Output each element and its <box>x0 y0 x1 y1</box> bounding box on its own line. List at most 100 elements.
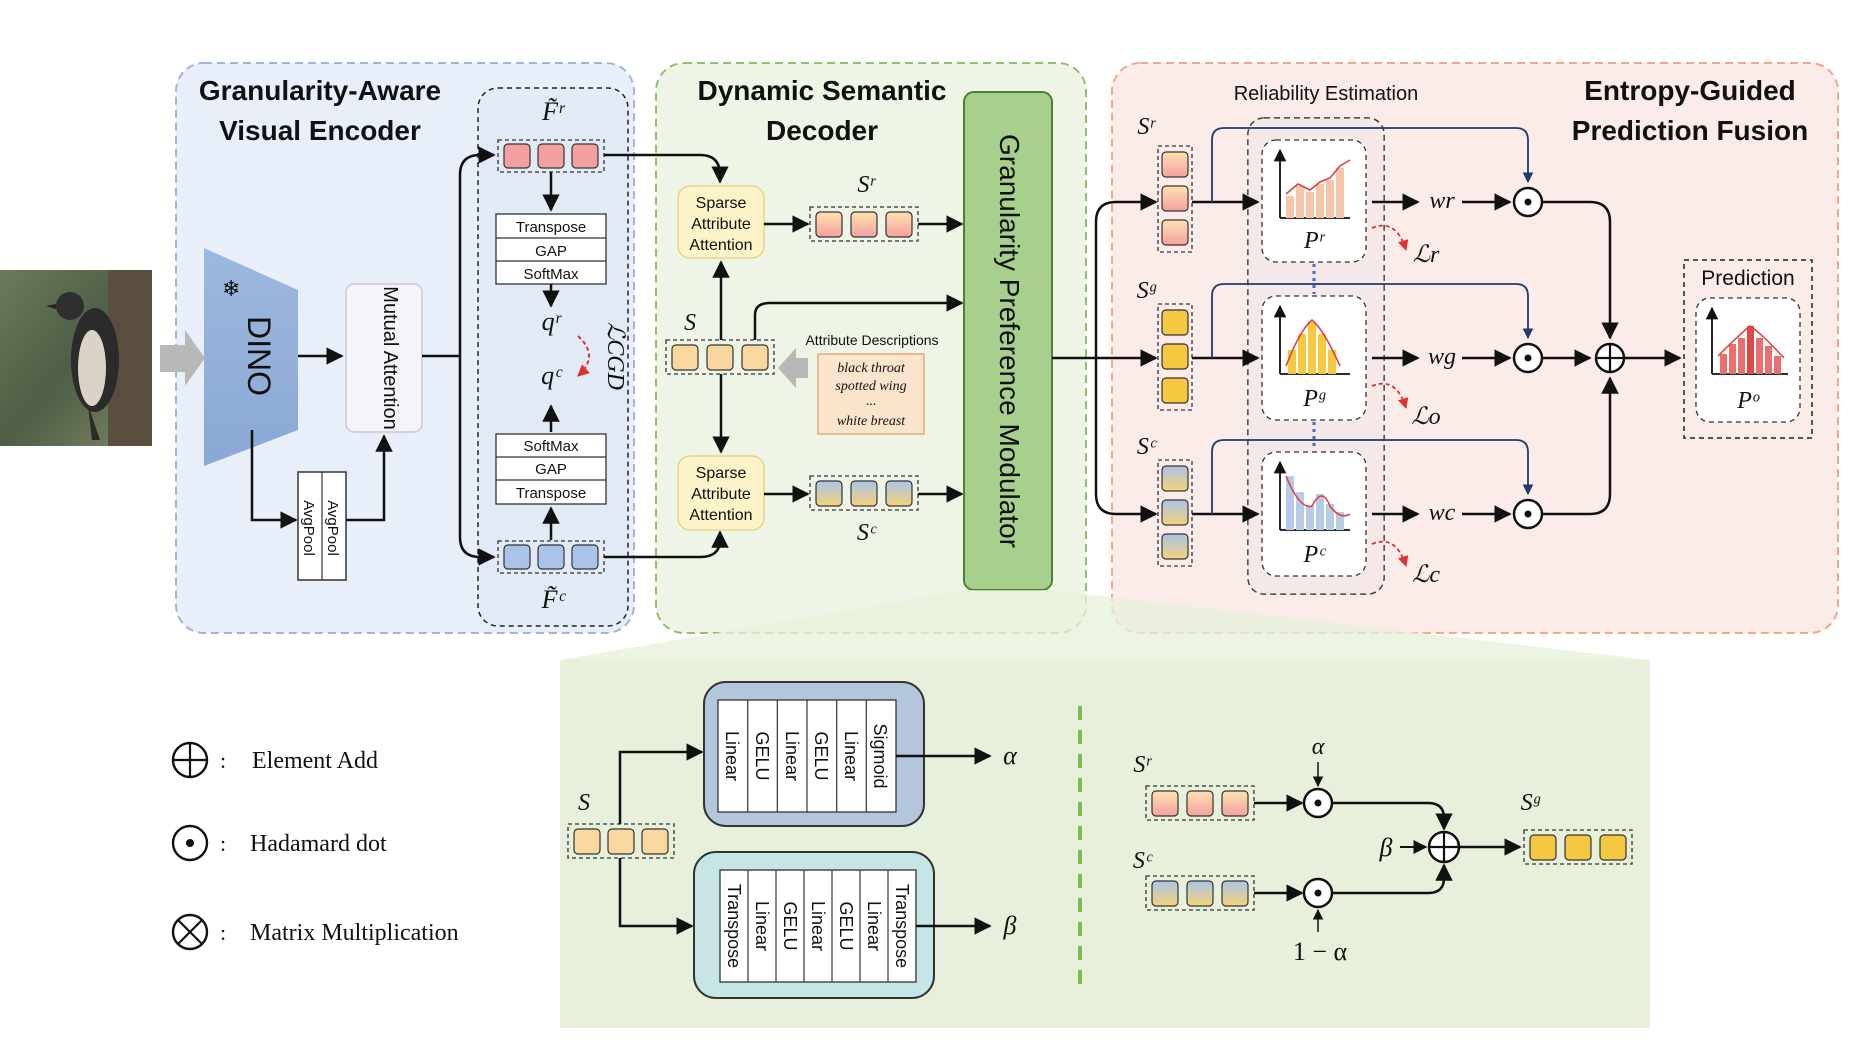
input-arrow <box>160 330 205 386</box>
fusion-title-line1: Entropy-Guided <box>1584 75 1796 106</box>
r-softmax: SoftMax <box>523 266 579 283</box>
mutual-attention-box <box>345 283 423 433</box>
detail-beta-label: β <box>1379 833 1393 862</box>
decoder-s-r-tokens <box>809 206 919 242</box>
encoder-title-line2: Visual Encoder <box>219 115 421 146</box>
decoder-s-c-tokens <box>809 475 919 511</box>
r-gap: GAP <box>535 243 567 260</box>
beta-branch-layers: Transpose Linear GELU Linear GELU Linear… <box>724 870 912 982</box>
reliability-box <box>1247 117 1385 595</box>
element-add-op <box>1594 342 1626 374</box>
mutual-attention-label: Mutual Attention <box>379 286 401 429</box>
attr-desc-item-2: ... <box>866 394 877 409</box>
hadamard-op-r <box>1512 186 1544 218</box>
beta-layer-6: Transpose <box>892 884 912 968</box>
alpha-layer-5: Sigmoid <box>870 723 890 788</box>
decoder-s-c-label: Sᶜ <box>857 520 877 546</box>
s-label: S <box>684 310 696 336</box>
sparse-attention-bottom: Sparse Attribute Attention <box>677 455 765 531</box>
attr-desc-item-3: white breast <box>837 414 906 429</box>
loss-cgd-label: ℒCGD <box>602 322 628 390</box>
detail-s-c-label: Sᶜ <box>1133 848 1153 874</box>
legend-add-icon <box>171 741 209 779</box>
reliability-title: Reliability Estimation <box>1234 83 1419 105</box>
beta-layer-2: GELU <box>780 901 800 950</box>
svg-text:Sparse: Sparse <box>696 465 747 482</box>
loss-r: ℒr <box>1413 242 1440 268</box>
p-o-label: Pᵒ <box>1736 388 1760 414</box>
fusion-s-g-tokens <box>1157 303 1193 411</box>
beta-layer-1: Linear <box>752 901 772 951</box>
legend-colon-3: : <box>220 920 226 945</box>
legend-dot-label: Hadamard dot <box>250 831 387 857</box>
detail-s-c-tokens <box>1145 875 1255 911</box>
zoom-region <box>560 590 1650 660</box>
detail-s-label: S <box>578 790 590 816</box>
decoder-title-line1: Dynamic Semantic <box>698 75 947 106</box>
alpha-layer-1: GELU <box>752 731 772 780</box>
detail-hadamard-bottom <box>1302 877 1334 909</box>
f-c-label: F̃ᶜ <box>541 585 567 614</box>
svg-text:Sparse: Sparse <box>696 195 747 212</box>
alpha-layer-4: Linear <box>841 731 861 781</box>
svg-text:Attribute: Attribute <box>691 486 751 503</box>
decoder-title-line2: Decoder <box>766 115 878 146</box>
fusion-s-c-tokens <box>1157 459 1193 567</box>
attr-desc-item-0: black throat <box>837 361 906 376</box>
c-transform-stack: SoftMax GAP Transpose <box>495 433 607 505</box>
cgd-loss-arrow <box>577 335 591 377</box>
detail-s-g-tokens <box>1523 829 1633 865</box>
svg-text:Attention: Attention <box>689 237 752 254</box>
encoder-title-line1: Granularity-Aware <box>199 75 441 106</box>
modulator-label: Granularity Preference Modulator <box>994 134 1025 548</box>
w-c-label: wc <box>1429 500 1456 526</box>
w-g-label: wg <box>1428 344 1456 370</box>
f-r-label: F̃ʳ <box>541 97 566 126</box>
p-r-label: Pʳ <box>1303 228 1326 254</box>
legend-dot-icon <box>171 824 209 862</box>
c-gap: GAP <box>535 461 567 478</box>
legend-add-label: Element Add <box>252 748 378 774</box>
alpha-output-label: α <box>1003 741 1018 770</box>
prediction-title: Prediction <box>1701 267 1794 290</box>
beta-layer-3: Linear <box>808 901 828 951</box>
dino-label: DINO <box>241 316 277 396</box>
f-r-tokens <box>497 139 605 173</box>
decoder-s-r-label: Sʳ <box>857 172 876 198</box>
beta-layer-4: GELU <box>836 901 856 950</box>
w-r-label: wr <box>1429 188 1455 214</box>
p-c-distribution: Pᶜ <box>1261 451 1367 577</box>
p-c-label: Pᶜ <box>1303 542 1327 568</box>
fusion-s-c-label: Sᶜ <box>1137 434 1157 460</box>
alpha-branch-layers: Linear GELU Linear GELU Linear Sigmoid <box>722 700 890 812</box>
attr-desc-item-1: spotted wing <box>835 379 906 394</box>
detail-s-r-label: Sʳ <box>1133 752 1152 778</box>
legend-colon-2: : <box>220 831 226 856</box>
fusion-title-line2: Prediction Fusion <box>1572 115 1808 146</box>
beta-output-label: β <box>1003 911 1017 940</box>
c-softmax: SoftMax <box>523 438 579 455</box>
loss-o: ℒo <box>1411 404 1440 430</box>
r-transform-stack: Transpose GAP SoftMax <box>495 213 607 285</box>
q-c-label: qᶜ <box>541 361 563 390</box>
beta-layer-0: Transpose <box>724 884 744 968</box>
detail-hadamard-top <box>1302 787 1334 819</box>
legend-colon-1: : <box>220 748 226 773</box>
loss-c: ℒc <box>1412 562 1440 588</box>
p-o-distribution: Pᵒ <box>1695 297 1801 423</box>
input-bird-image <box>0 270 152 446</box>
alpha-layer-3: GELU <box>811 731 831 780</box>
detail-s-g-label: Sᵍ <box>1521 790 1541 816</box>
detail-element-add <box>1427 830 1461 864</box>
fusion-s-r-tokens <box>1157 145 1193 253</box>
p-g-label: Pᵍ <box>1302 386 1326 412</box>
alpha-layer-0: Linear <box>722 731 742 781</box>
attr-desc-box <box>817 353 925 435</box>
alpha-layer-2: Linear <box>782 731 802 781</box>
detail-s-r-tokens <box>1145 785 1255 821</box>
avgpool-label-b: AvgPool <box>324 500 341 556</box>
attr-desc-title: Attribute Descriptions <box>805 332 938 348</box>
svg-text:Attribute: Attribute <box>691 216 751 233</box>
p-g-distribution: Pᵍ <box>1261 295 1367 421</box>
